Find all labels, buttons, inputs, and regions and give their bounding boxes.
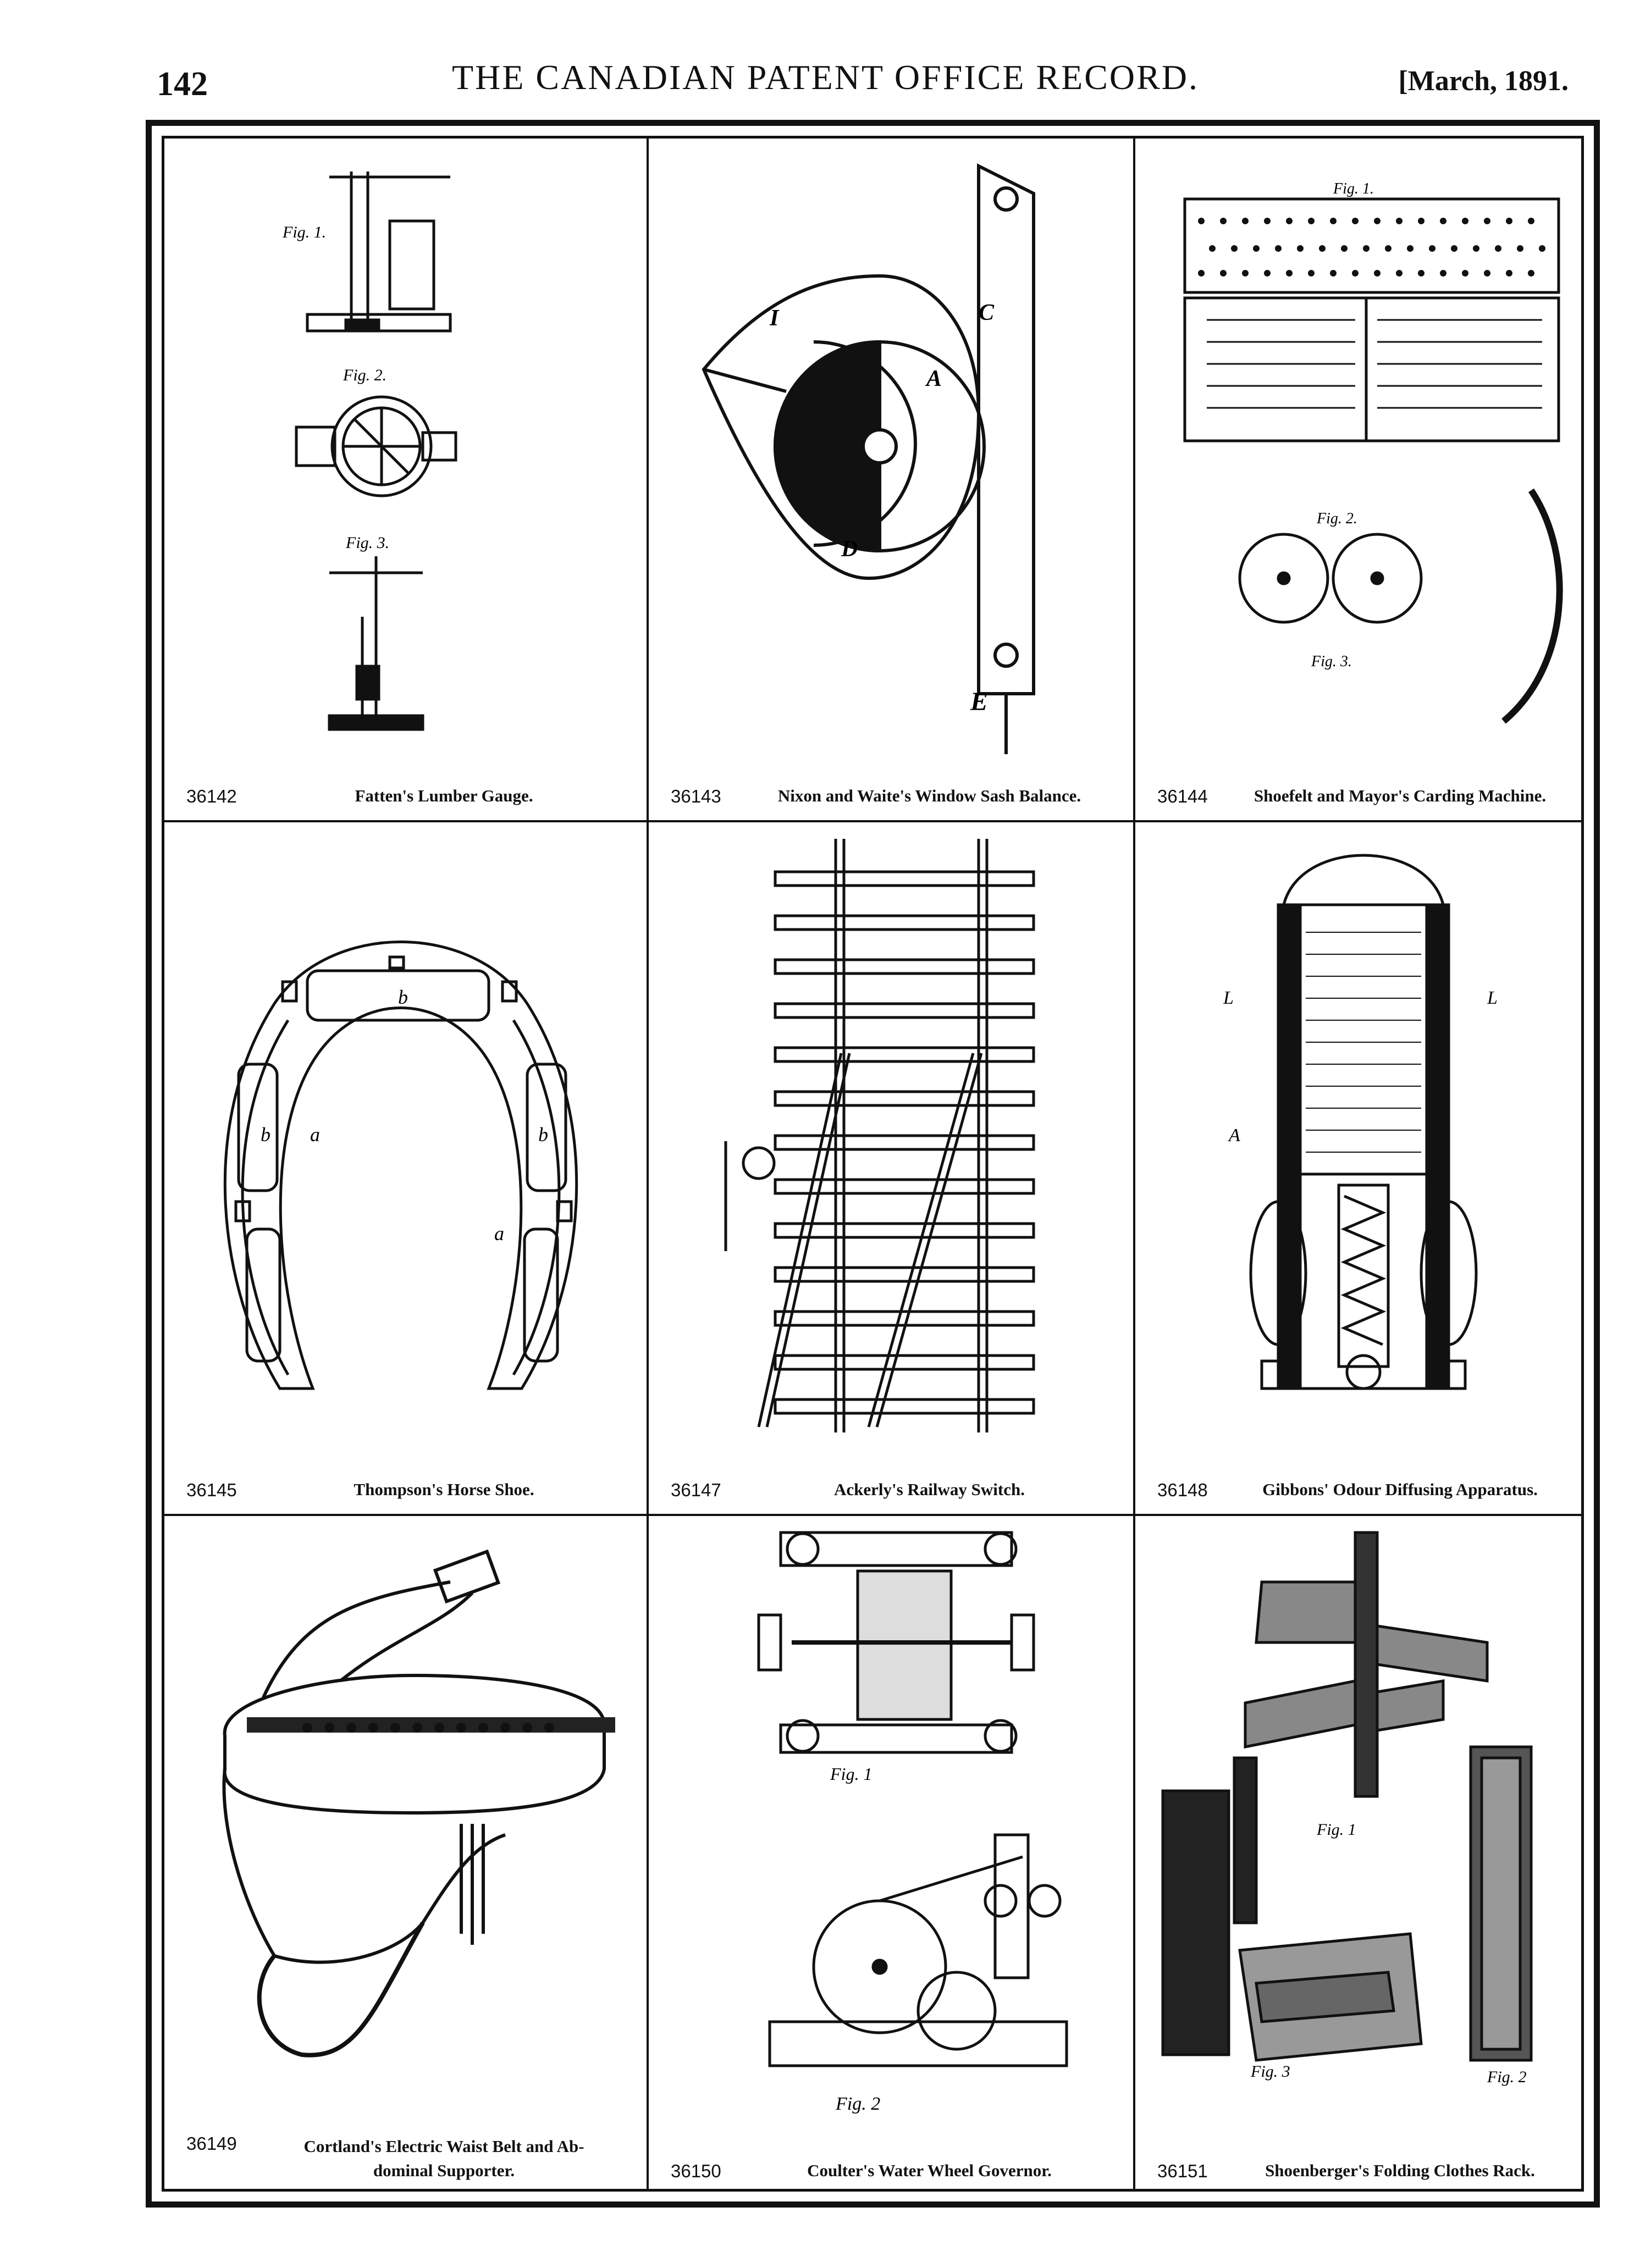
patent-title-line: Cortland's Electric Waist Belt and Ab- [303, 2137, 584, 2156]
patent-cell: 36147 Ackerly's Railway Switch. [649, 822, 1133, 1514]
plate-inner-border: Fig. 1. Fig. 2. [162, 136, 1584, 2192]
lumber-gauge-drawing: Fig. 1. Fig. 2. [282, 172, 457, 731]
patent-caption: 36148 Gibbons' Odour Diffusing Apparatus… [1135, 1454, 1588, 1504]
svg-text:b: b [261, 1124, 270, 1146]
svg-text:a: a [494, 1222, 504, 1244]
patent-cell: b b b a a 36145 Thompson's Horse Shoe. [164, 822, 647, 1514]
svg-text:C: C [979, 300, 995, 325]
svg-text:a: a [310, 1124, 320, 1146]
row-divider [164, 820, 1581, 822]
page-title: THE CANADIAN PATENT OFFICE RECORD. [452, 58, 1199, 97]
patent-title: Fatten's Lumber Gauge. [355, 786, 533, 805]
patent-caption: 36145 Thompson's Horse Shoe. [164, 1454, 647, 1504]
row-divider [164, 1514, 1581, 1516]
issue-date: [March, 1891. [1398, 65, 1569, 97]
patent-cell: 36149 Cortland's Electric Waist Belt and… [164, 1516, 647, 2195]
patent-number: 36147 [671, 1480, 721, 1500]
patent-title: Coulter's Water Wheel Governor. [807, 2161, 1052, 2180]
patent-caption: 36149 Cortland's Electric Waist Belt and… [164, 2119, 647, 2185]
svg-text:L: L [1223, 988, 1234, 1008]
svg-text:I: I [769, 306, 780, 331]
column-divider [1133, 139, 1135, 2189]
patent-title: Cortland's Electric Waist Belt and Ab- d… [252, 2134, 636, 2183]
patent-title: Gibbons' Odour Diffusing Apparatus. [1262, 1480, 1538, 1499]
svg-text:D: D [841, 536, 858, 562]
patent-title-line: dominal Supporter. [373, 2161, 515, 2180]
patent-number: 36142 [186, 786, 237, 806]
folding-clothes-rack-drawing: Fig. 1 Fig. 2 Fig. 3 [1161, 1531, 1533, 2086]
patent-grid: Fig. 1. Fig. 2. [164, 139, 1581, 2189]
patent-cell: Fig. 1 Fig. 2 36150 Coulter's Water Whee… [649, 1516, 1133, 2195]
fig-label: Fig. 1 [1316, 1821, 1356, 1839]
fig-label: Fig. 3. [1311, 653, 1352, 670]
fig-label: Fig. 3. [345, 534, 389, 552]
svg-text:A: A [925, 366, 942, 391]
patent-cell: Fig. 1. Fig. 2. Fig. 3. 36144 Shoefelt a… [1135, 139, 1588, 820]
carding-machine-drawing: Fig. 1. Fig. 2. Fig. 3. [1183, 180, 1563, 724]
railway-switch-drawing [724, 839, 1035, 1432]
patent-cell: Fig. 1 Fig. 2 Fig. 3 36151 Shoenberger's… [1135, 1516, 1588, 2195]
patent-title: Nixon and Waite's Window Sash Balance. [777, 786, 1081, 805]
fig-label: Fig. 1 [830, 1764, 872, 1784]
electric-waist-belt-drawing [222, 1549, 615, 2057]
patent-title: Ackerly's Railway Switch. [833, 1480, 1025, 1499]
patent-number: 36149 [186, 2133, 237, 2154]
page-number: 142 [157, 65, 208, 103]
fig-label: Fig. 2 [835, 2094, 880, 2114]
fig-label: Fig. 2 [1487, 2068, 1527, 2086]
svg-text:A: A [1228, 1125, 1240, 1146]
svg-text:b: b [398, 986, 408, 1008]
patent-cell: L L A 36148 Gibbons' Odour Diffusing App… [1135, 822, 1588, 1514]
patent-title: Shoefelt and Mayor's Carding Machine. [1254, 786, 1547, 805]
patent-number: 36148 [1157, 1480, 1208, 1500]
patent-cell: I C A D E 36143 Nixon and Waite's Window… [649, 139, 1133, 820]
patent-number: 36143 [671, 786, 721, 806]
patent-number: 36144 [1157, 786, 1208, 806]
svg-text:E: E [970, 687, 988, 716]
svg-text:L: L [1487, 988, 1498, 1008]
horse-shoe-drawing: b b b a a [223, 941, 578, 1390]
water-wheel-governor-drawing: Fig. 1 Fig. 2 [757, 1531, 1068, 2114]
svg-text:b: b [538, 1124, 548, 1146]
patent-cell: Fig. 1. Fig. 2. [164, 139, 647, 820]
fig-label: Fig. 3 [1250, 2062, 1290, 2081]
patent-caption: 36151 Shoenberger's Folding Clothes Rack… [1135, 2136, 1588, 2185]
column-divider [647, 139, 649, 2189]
patent-title: Thompson's Horse Shoe. [354, 1480, 534, 1499]
patent-caption: 36150 Coulter's Water Wheel Governor. [649, 2136, 1133, 2185]
patent-caption: 36143 Nixon and Waite's Window Sash Bala… [649, 761, 1133, 810]
plate-frame: Fig. 1. Fig. 2. [146, 120, 1600, 2208]
patent-number: 36151 [1157, 2161, 1208, 2181]
patent-number: 36150 [671, 2161, 721, 2181]
fig-label: Fig. 1. [282, 223, 326, 241]
patent-number: 36145 [186, 1480, 237, 1500]
fig-label: Fig. 2. [1316, 510, 1357, 527]
fig-label: Fig. 2. [343, 366, 386, 384]
patent-caption: 36147 Ackerly's Railway Switch. [649, 1454, 1133, 1504]
odour-diffusing-apparatus-drawing: L L A [1223, 854, 1498, 1390]
patent-title: Shoenberger's Folding Clothes Rack. [1265, 2161, 1535, 2180]
patent-caption: 36142 Fatten's Lumber Gauge. [164, 761, 647, 810]
fig-label: Fig. 1. [1333, 180, 1374, 197]
patent-caption: 36144 Shoefelt and Mayor's Carding Machi… [1135, 761, 1588, 810]
window-sash-balance-drawing: I C A D E [702, 163, 1035, 754]
